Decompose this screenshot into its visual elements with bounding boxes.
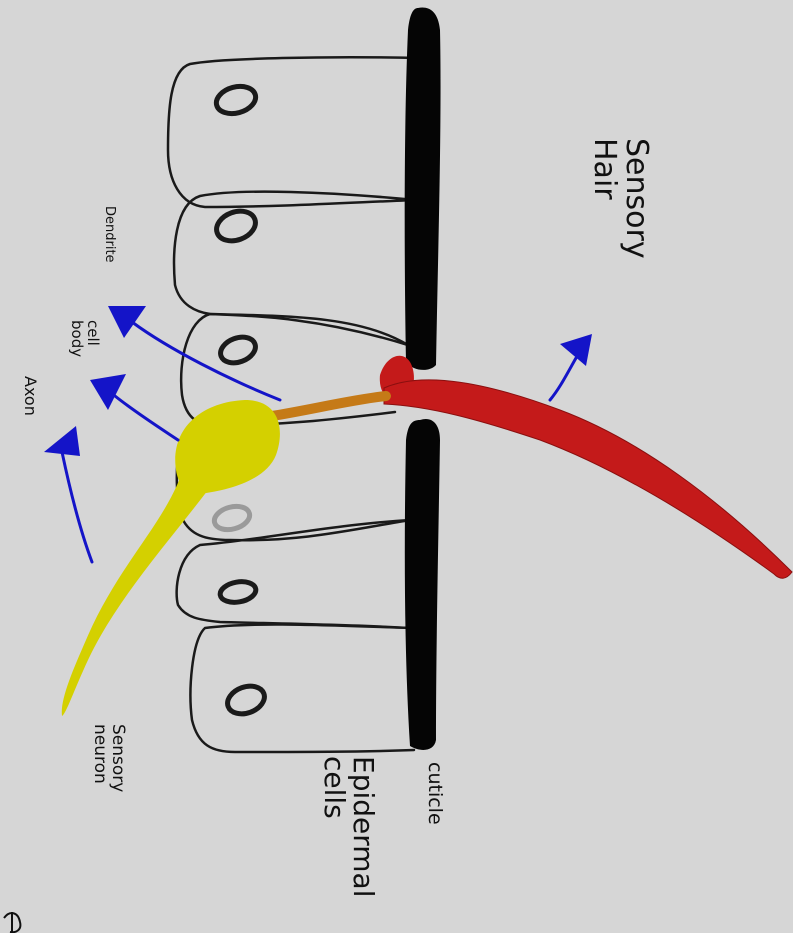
cuticle-upper [405, 8, 441, 370]
label-epidermal-cells: Epidermal cells [319, 756, 378, 897]
dendrite-arrow-line [132, 322, 280, 400]
label-cuticle: cuticle [424, 762, 444, 825]
hair-arrow-line [550, 358, 576, 400]
axon-arrow-line [62, 452, 92, 562]
epidermal-cell-2 [174, 192, 416, 345]
cell-body-arrowhead [90, 374, 126, 410]
axon [62, 460, 208, 716]
sensory-neuron [62, 400, 280, 716]
label-dendrite: Dendrite [102, 206, 116, 263]
epidermal-cell-1 [168, 57, 420, 207]
dendrite [272, 396, 386, 416]
arrows [62, 322, 576, 562]
nucleus-1 [213, 82, 258, 117]
label-axon: Axon [21, 376, 38, 416]
hair-arrowhead [560, 334, 592, 366]
label-sensory-neuron: Sensory neuron [90, 724, 126, 792]
nucleus-2 [212, 206, 259, 246]
hair-shaft [384, 380, 792, 578]
label-cell-body: cell body [69, 320, 101, 357]
dendrite-arrowhead [108, 306, 146, 338]
nucleus-3 [217, 333, 259, 368]
axon-arrowhead [44, 426, 80, 456]
sensory-hair [380, 356, 792, 578]
cuticle-lower [405, 419, 440, 750]
nucleus-4 [212, 503, 252, 534]
cell-body-arrow-line [115, 396, 178, 440]
signature [4, 912, 20, 933]
nucleus-6 [224, 681, 269, 718]
label-sensory-hair: Sensory Hair [589, 138, 652, 259]
epidermal-cell-6 [191, 625, 414, 752]
arrowheads [44, 306, 592, 456]
nucleus-5 [219, 579, 258, 605]
epidermal-cell-5 [177, 520, 410, 628]
